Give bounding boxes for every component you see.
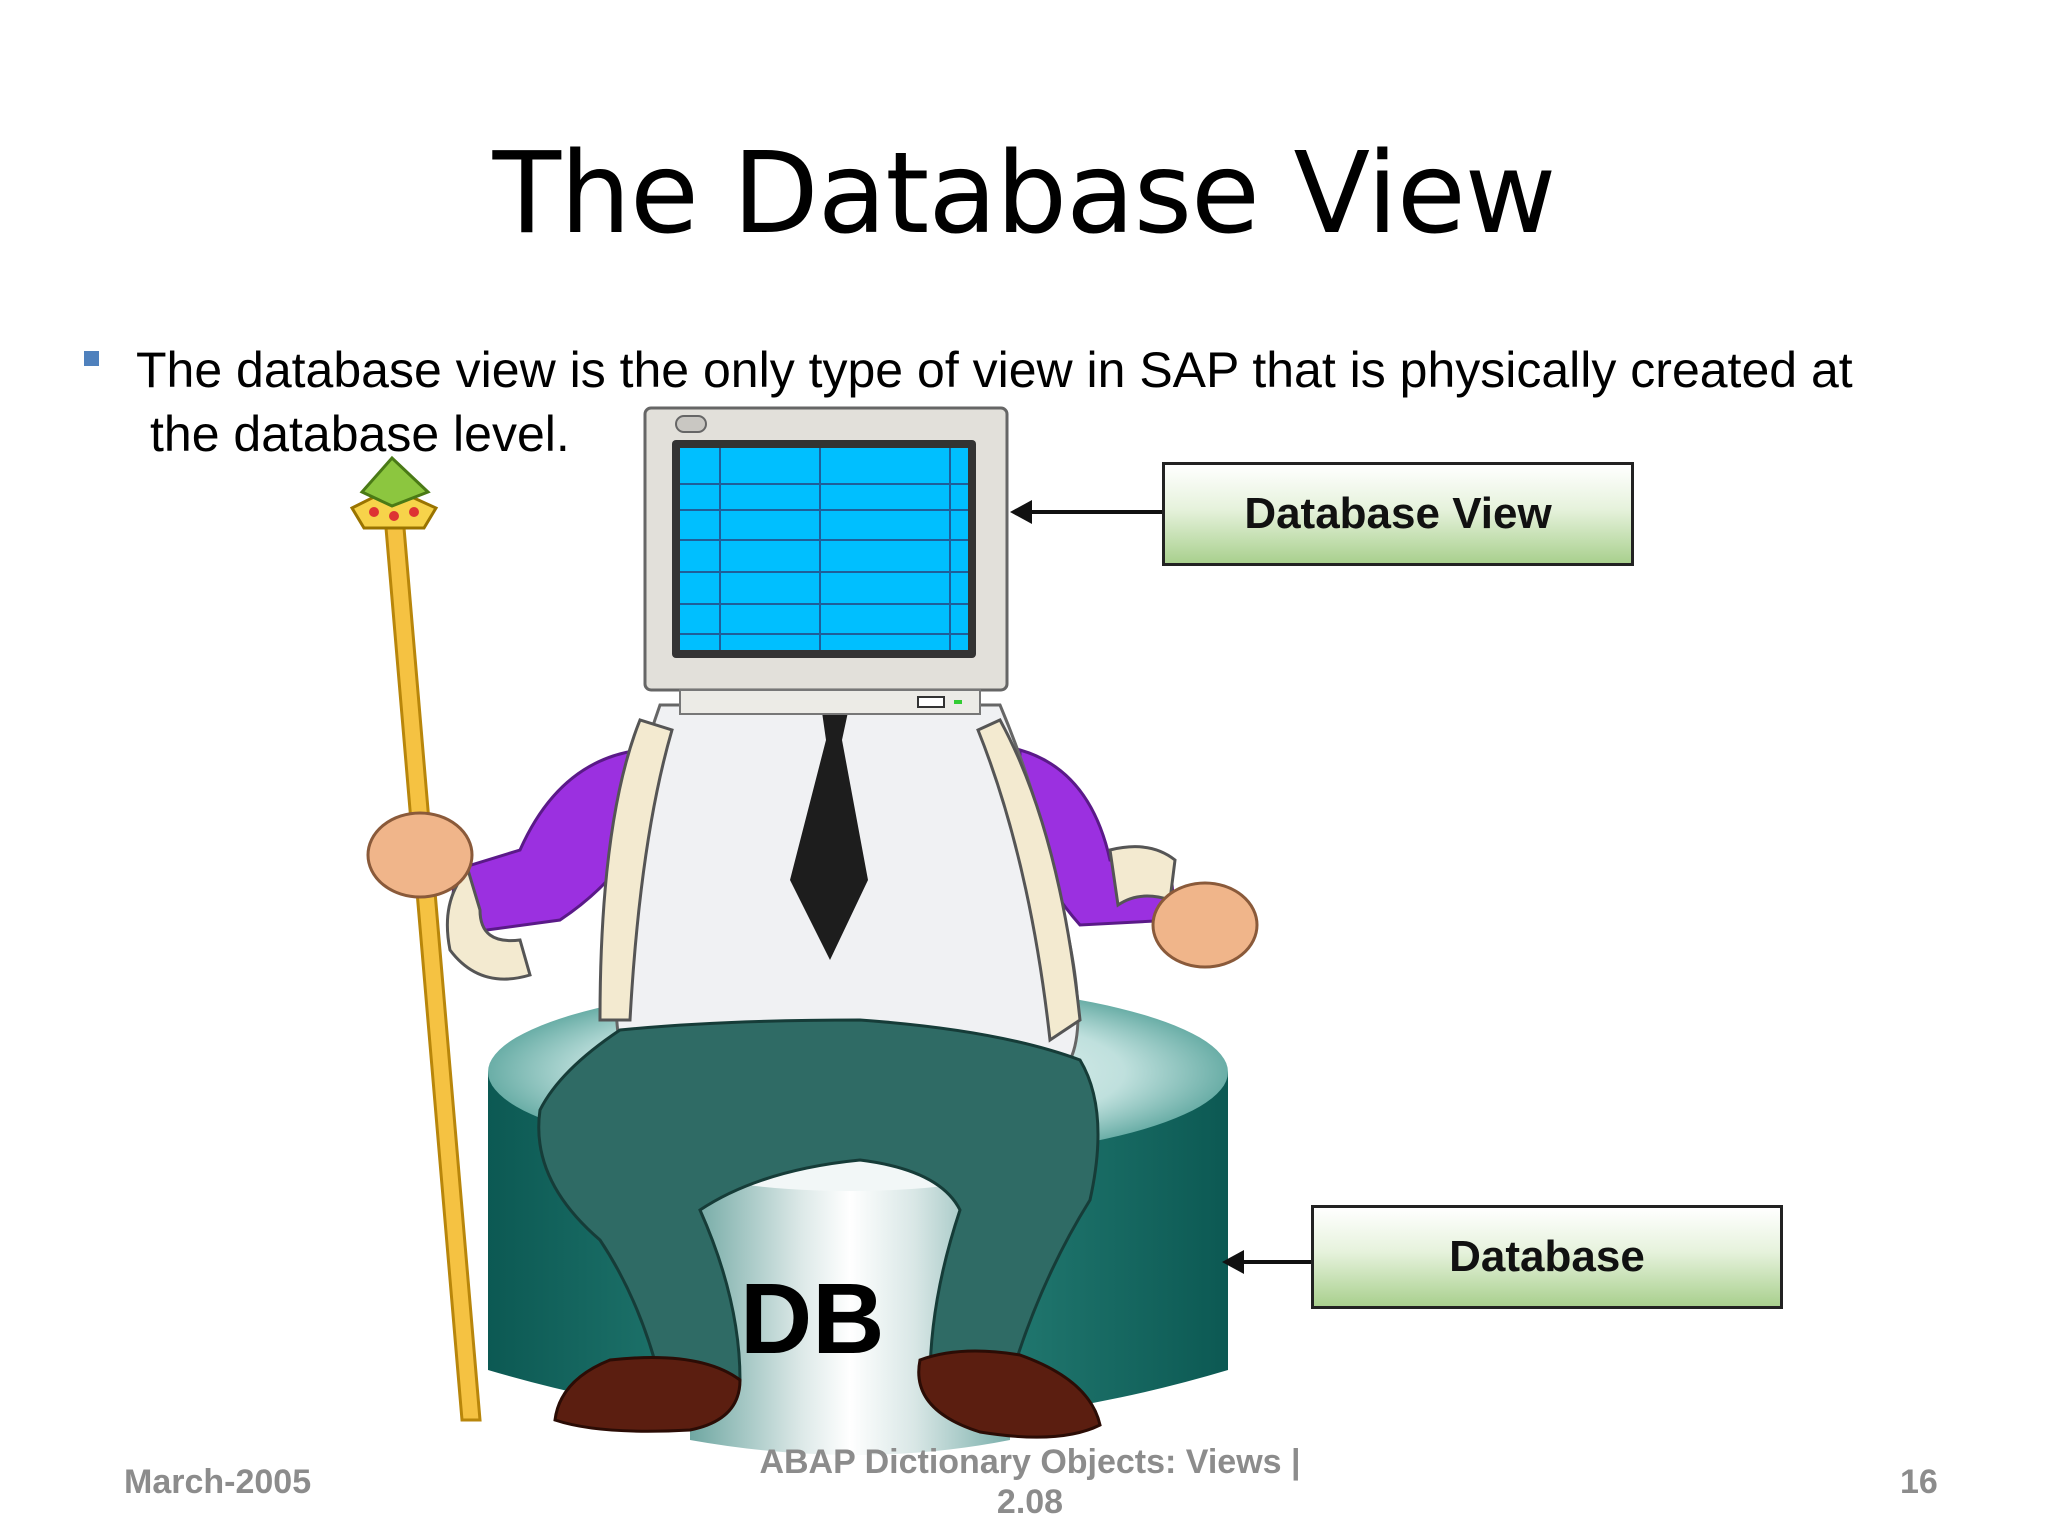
bullet-text: The database view is the only type of vi… [136, 338, 1976, 466]
arrow-left-icon [1010, 500, 1162, 524]
bullet-line-2: the database level. [150, 406, 570, 462]
slide-title: The Database View [492, 129, 1557, 259]
left-hand [366, 811, 474, 899]
footer-page-number: 16 [1900, 1463, 1938, 1501]
king-body [598, 703, 1082, 1070]
footer-course-line-2: 2.08 [996, 1483, 1064, 1521]
bullet-line-1: The database view is the only type of vi… [136, 342, 1853, 398]
footer-date: March-2005 [124, 1463, 312, 1501]
right-hand [1151, 881, 1259, 969]
computer-monitor-head [643, 406, 1009, 715]
database-label: Database [1449, 1232, 1645, 1281]
database-view-callout: Database View [1162, 462, 1634, 566]
footer-course: ABAP Dictionary Objects: Views | 2.08 [700, 1442, 1360, 1522]
king-trousers [537, 1018, 1100, 1382]
database-callout: Database [1311, 1205, 1783, 1309]
bullet-marker [84, 351, 99, 366]
right-shoe [917, 1349, 1102, 1439]
database-view-label: Database View [1244, 489, 1552, 538]
scepter-icon [349, 455, 482, 1422]
footer-course-line-1: ABAP Dictionary Objects: Views | [759, 1443, 1301, 1481]
left-shoe [553, 1356, 742, 1433]
db-label: DB [740, 1263, 885, 1375]
arrow-left-icon [1222, 1250, 1311, 1274]
tie [790, 712, 868, 960]
